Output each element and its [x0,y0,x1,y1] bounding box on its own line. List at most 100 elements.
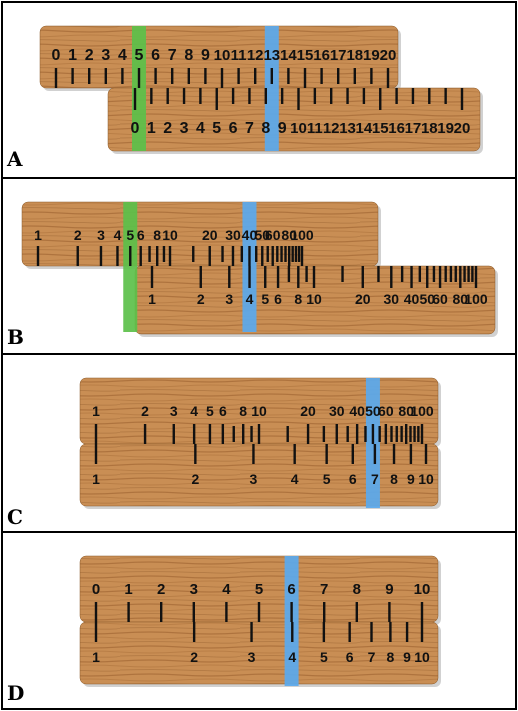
bottom-scale-label: 2 [190,649,198,665]
top-scale-label: 7 [320,581,328,598]
top-scale-label: 2 [141,403,149,419]
bottom-scale-label: 19 [437,120,454,137]
top-scale-label: 8 [353,581,361,598]
bottom-scale-label: 9 [403,649,411,665]
top-scale-label: 6 [137,227,145,243]
top-scale-label: 80 [281,227,297,243]
bottom-scale-label: 16 [388,120,405,137]
top-scale-label: 11 [231,47,247,64]
top-scale-label: 5 [135,47,144,64]
top-scale-label: 20 [380,47,397,64]
top-scale-label: 3 [101,47,110,64]
bottom-scale-label: 2 [163,120,172,137]
panel-label: A [6,147,23,171]
bottom-scale-label: 4 [288,649,296,665]
top-scale-label: 8 [153,227,161,243]
bottom-scale-label: 1 [92,471,100,487]
bottom-scale-label: 20 [355,291,371,307]
bottom-scale-label: 2 [197,291,205,307]
bottom-scale-label: 50 [419,291,435,307]
top-scale-label: 1 [68,47,77,64]
top-scale-label: 2 [157,581,165,598]
bottom-scale-label: 10 [290,120,307,137]
panel-label: C [7,505,23,529]
bottom-scale-label: 60 [432,291,448,307]
bottom-scale-label: 6 [346,649,354,665]
top-scale-label: 40 [242,227,258,243]
bottom-scale-label: 4 [291,471,299,487]
top-scale-label: 10 [162,227,178,243]
top-scale-label: 100 [410,403,434,419]
panel-label: B [7,325,24,349]
top-scale-label: 50 [254,227,270,243]
bottom-scale-label: 14 [356,120,373,137]
top-scale-label: 17 [330,47,347,64]
top-scale-label: 40 [349,403,365,419]
bottom-scale-label: 9 [278,120,287,137]
top-scale-label: 4 [190,403,198,419]
bottom-scale-label: 5 [323,471,331,487]
top-scale-label: 60 [378,403,394,419]
bottom-scale-label: 5 [261,291,269,307]
panel-label: D [7,681,24,705]
bottom-scale-label: 6 [274,291,282,307]
bottom-scale-label: 10 [306,291,322,307]
bottom-scale-label: 7 [368,649,376,665]
bottom-scale-label: 8 [261,120,270,137]
top-scale-label: 50 [365,403,381,419]
bottom-scale-label: 8 [387,649,395,665]
top-scale-label: 5 [126,227,134,243]
bottom-scale-label: 18 [421,120,438,137]
top-scale-label: 1 [92,403,100,419]
highlight-green [132,26,146,151]
bottom-scale-label: 5 [320,649,328,665]
top-scale-label: 10 [251,403,267,419]
bottom-scale-label: 9 [407,471,415,487]
top-scale-label: 0 [52,47,61,64]
top-scale-label: 2 [85,47,94,64]
top-scale-label: 20 [202,227,218,243]
bottom-scale-label: 80 [453,291,469,307]
bottom-scale-label: 5 [212,120,221,137]
top-scale-label: 1 [34,227,42,243]
top-scale-label: 4 [118,47,127,64]
bottom-scale-label: 11 [307,120,323,137]
bottom-scale-label: 6 [229,120,238,137]
top-scale-label: 9 [385,581,393,598]
bottom-scale-label: 1 [92,649,100,665]
bottom-scale-label: 7 [371,471,379,487]
top-scale-label: 30 [225,227,241,243]
top-scale-label: 20 [300,403,316,419]
top-scale-label: 3 [170,403,178,419]
top-scale-label: 14 [280,47,297,64]
bottom-scale-label: 8 [294,291,302,307]
top-scale-label: 15 [297,47,314,64]
bottom-scale-label: 3 [225,291,233,307]
top-scale-label: 18 [346,47,363,64]
top-scale-label: 6 [287,581,295,598]
bottom-scale-label: 1 [148,291,156,307]
top-scale-label: 19 [363,47,380,64]
top-scale-label: 16 [313,47,330,64]
bottom-scale-label: 15 [372,120,389,137]
top-scale-label: 6 [219,403,227,419]
top-scale-label: 7 [168,47,177,64]
top-scale-label: 60 [265,227,281,243]
bottom-scale-label: 6 [349,471,357,487]
top-scale-label: 2 [74,227,82,243]
bottom-scale-label: 3 [180,120,189,137]
bottom-scale-label: 3 [250,471,258,487]
top-scale-label: 8 [184,47,193,64]
bottom-scale-label: 4 [246,291,254,307]
highlight-green [123,202,138,332]
bottom-scale-label: 10 [418,471,434,487]
highlight-blue [264,26,279,151]
top-scale-label: 80 [398,403,414,419]
bottom-rule [79,621,439,685]
